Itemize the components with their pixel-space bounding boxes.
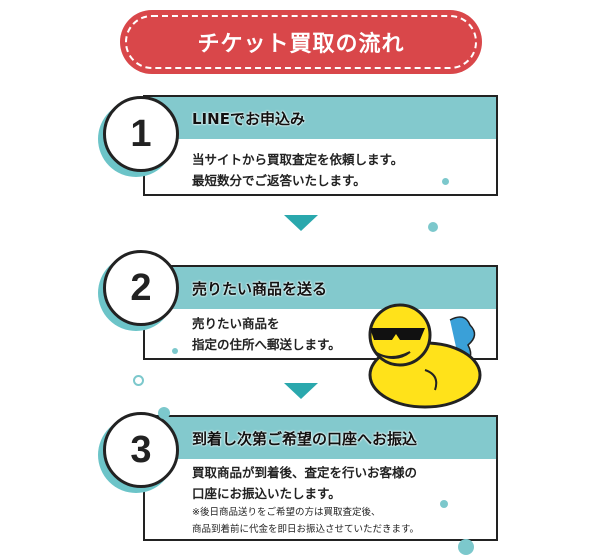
step-3-number: 3	[103, 412, 179, 488]
decor-ring	[133, 375, 144, 386]
decor-dot	[158, 407, 170, 419]
step-3-note: 商品到着前に代金を即日お振込させていただきます。	[192, 524, 420, 535]
step-3-card: 到着し次第ご希望の口座へお振込 買取商品が到着後、査定を行いお客様の 口座にお振…	[143, 415, 498, 541]
step-2-number: 2	[103, 250, 179, 326]
duck-with-sunglasses-icon	[368, 303, 482, 409]
step-2-line: 指定の住所へ郵送します。	[192, 337, 341, 352]
step-3-note: ※後日商品送りをご希望の方は買取査定後、	[192, 507, 381, 518]
decor-dot	[440, 500, 448, 508]
arrow-down-icon	[284, 215, 318, 231]
step-1-card: LINEでお申込み 当サイトから買取査定を依頼します。最短数分でご返答いたします…	[143, 95, 498, 196]
step-1-line: 当サイトから買取査定を依頼します。	[192, 152, 404, 167]
step-3-line: 口座にお振込いたします。	[192, 486, 341, 501]
decor-dot	[172, 348, 178, 354]
step-2-line: 売りたい商品を	[192, 316, 280, 331]
decor-dot	[458, 539, 474, 555]
title-banner: チケット買取の流れ	[120, 10, 482, 74]
step-1-line: 最短数分でご返答いたします。	[192, 173, 366, 188]
step-3-heading: 到着し次第ご希望の口座へお振込	[145, 417, 496, 459]
step-2-card: 売りたい商品を送る 売りたい商品を指定の住所へ郵送します。	[143, 265, 498, 360]
step-3-line: 買取商品が到着後、査定を行いお客様の	[192, 465, 418, 480]
decor-dot	[442, 178, 449, 185]
arrow-down-icon	[284, 383, 318, 399]
step-1-number: 1	[103, 96, 179, 172]
step-1-heading: LINEでお申込み	[145, 97, 496, 139]
page-title: チケット買取の流れ	[197, 32, 405, 57]
step-2-heading: 売りたい商品を送る	[145, 267, 496, 309]
decor-dot	[428, 222, 438, 232]
